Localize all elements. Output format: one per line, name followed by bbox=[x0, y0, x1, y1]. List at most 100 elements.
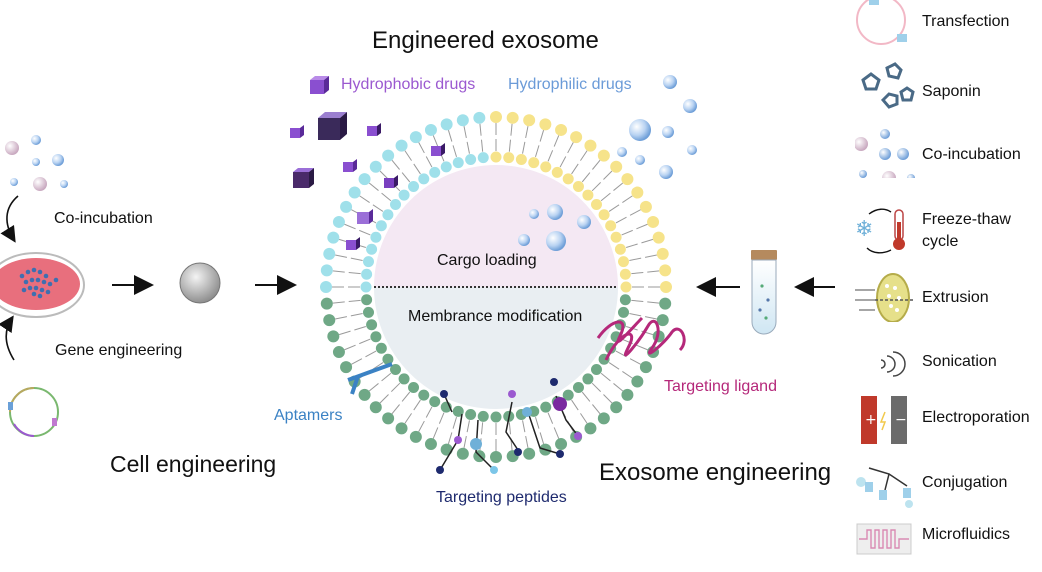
lipid-head-inner bbox=[562, 389, 574, 401]
lipid-head-inner bbox=[398, 373, 410, 385]
dish-cell-dot bbox=[19, 273, 25, 279]
lipid-head-inner bbox=[618, 256, 630, 268]
lipid-head-inner bbox=[362, 306, 374, 318]
dish-cell-dot bbox=[23, 279, 29, 285]
dish-cell-dot bbox=[37, 293, 43, 299]
svg-text:+: + bbox=[865, 412, 877, 428]
lipid-head-inner bbox=[440, 161, 452, 173]
lipid-head-inner bbox=[360, 281, 372, 293]
lipid-head-inner bbox=[408, 381, 420, 393]
lipid-head-outer bbox=[340, 200, 353, 213]
lipid-tail bbox=[591, 181, 602, 192]
peptide-beads bbox=[436, 378, 582, 474]
lipid-head-outer bbox=[456, 447, 469, 460]
legend-co-incubation: Co-incubation bbox=[855, 128, 1042, 178]
lipid-tail bbox=[466, 420, 470, 433]
lipid-head-outer bbox=[323, 314, 336, 327]
lipid-head-outer bbox=[610, 160, 623, 173]
dish-cell-dot bbox=[21, 287, 27, 293]
lipid-tail bbox=[631, 299, 644, 303]
lipid-tail bbox=[508, 139, 512, 152]
lipid-head-outer bbox=[440, 443, 453, 456]
lipid-tail bbox=[621, 229, 633, 236]
legend-label-saponin: Saponin bbox=[922, 83, 981, 100]
lipid-tail bbox=[571, 163, 579, 175]
lipid-head-inner bbox=[370, 231, 382, 243]
lipid-head-outer bbox=[647, 215, 660, 228]
legend-label-freeze-thaw-2: cycle bbox=[922, 233, 959, 250]
lipid-tail bbox=[351, 358, 363, 365]
lipid-tail bbox=[463, 126, 467, 139]
lipid-head-outer bbox=[473, 111, 486, 124]
lipid-head-inner bbox=[390, 199, 402, 211]
lipid-head-inner bbox=[375, 342, 387, 354]
dish-cell-dot bbox=[33, 285, 39, 291]
exosome-engineering-title: Exosome engineering bbox=[599, 459, 832, 486]
lipid-head-outer bbox=[621, 173, 634, 186]
lipid-head-inner bbox=[452, 157, 464, 169]
lipid-head-outer bbox=[369, 401, 382, 414]
lipid-head-inner bbox=[540, 401, 552, 413]
legend-label-transfection: Transfection bbox=[922, 13, 1010, 30]
lipid-head-outer bbox=[340, 361, 353, 374]
lipid-tail bbox=[432, 427, 439, 439]
lipid-head-inner bbox=[619, 294, 631, 306]
lipid-tail bbox=[452, 416, 457, 429]
lipid-tail bbox=[615, 216, 627, 224]
hydrophilic-drugs-label: Hydrophilic drugs bbox=[508, 76, 632, 93]
lipid-tail bbox=[452, 145, 457, 158]
lipid-head-inner bbox=[610, 231, 622, 243]
legend-label-sonication: Sonication bbox=[922, 353, 997, 370]
lipid-head-outer bbox=[382, 149, 395, 162]
lipid-head-inner bbox=[477, 152, 489, 164]
lipid-head-inner bbox=[562, 173, 574, 185]
lipid-tail bbox=[354, 326, 367, 331]
lipid-head-inner bbox=[551, 166, 563, 178]
lipid-tail bbox=[629, 313, 642, 317]
lipid-head-inner bbox=[490, 411, 502, 423]
lipid-head-outer bbox=[327, 231, 340, 244]
saponin-icon bbox=[861, 62, 915, 109]
lipid-tail bbox=[644, 254, 657, 258]
culture-dish bbox=[0, 252, 85, 318]
lipid-head-outer bbox=[656, 247, 669, 260]
lipid-head-outer bbox=[584, 139, 597, 152]
lipid-head-outer bbox=[639, 200, 652, 213]
lipid-head-inner bbox=[429, 396, 441, 408]
lipid-tail bbox=[636, 223, 648, 230]
lipid-tail bbox=[418, 420, 425, 432]
lipid-head-outer bbox=[327, 330, 340, 343]
lipid-head-inner bbox=[366, 319, 378, 331]
lipid-head-outer bbox=[409, 430, 422, 443]
gene-engineering-label: Gene engineering bbox=[55, 342, 183, 359]
lipid-head-inner bbox=[408, 181, 420, 193]
lipid-head-outer bbox=[320, 297, 333, 310]
lipid-head-outer bbox=[323, 247, 336, 260]
lipid-head-outer bbox=[395, 422, 408, 435]
legend-label-electroporation: Electroporation bbox=[922, 409, 1030, 426]
lipid-head-inner bbox=[362, 256, 374, 268]
lipid-tail bbox=[391, 404, 400, 415]
lipid-head-outer bbox=[597, 149, 610, 162]
lipid-tail bbox=[447, 432, 453, 445]
lipid-tail bbox=[368, 182, 379, 191]
lipid-tail bbox=[401, 172, 411, 183]
lipid-tail bbox=[359, 229, 371, 236]
lipid-tail bbox=[535, 416, 540, 429]
dish-cell-dot bbox=[47, 281, 53, 287]
dish-cell-dot bbox=[25, 269, 31, 275]
dish-cell-dot bbox=[29, 277, 35, 283]
lipid-tail bbox=[480, 422, 484, 435]
lipid-tail bbox=[647, 301, 660, 304]
lipid-tail bbox=[600, 372, 611, 382]
lipid-tail bbox=[547, 150, 554, 162]
lipid-tail bbox=[418, 142, 425, 154]
lipid-tail bbox=[581, 172, 591, 183]
lipid-tail bbox=[580, 150, 588, 161]
cell-engineering-title: Cell engineering bbox=[110, 451, 277, 477]
sonication-icon bbox=[880, 351, 906, 377]
lipid-head-inner bbox=[540, 161, 552, 173]
lipid-head-inner bbox=[370, 331, 382, 343]
lipid-head-inner bbox=[465, 153, 477, 165]
lipid-tail bbox=[348, 299, 361, 303]
